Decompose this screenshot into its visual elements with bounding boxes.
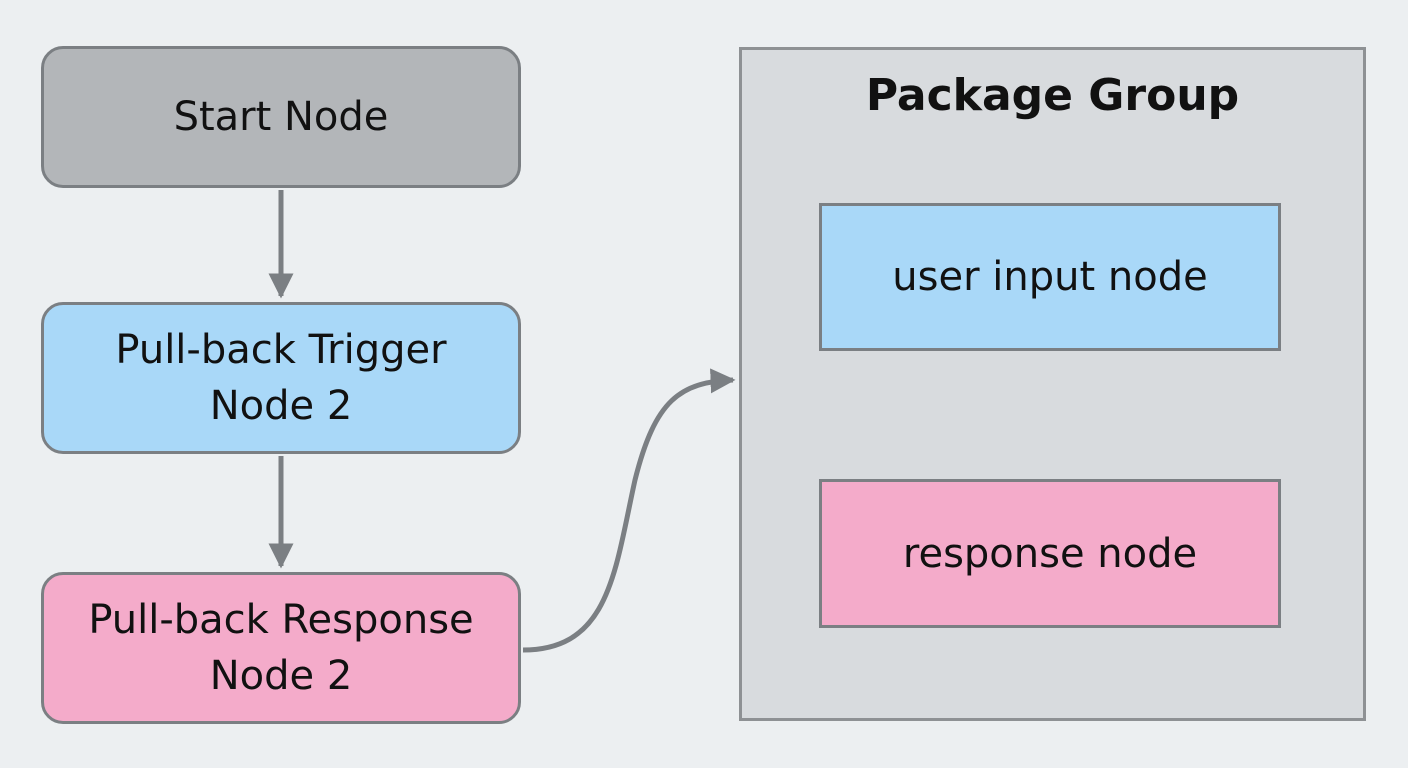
user-input-node[interactable]: user input node (819, 203, 1281, 351)
response-node[interactable]: response node (819, 479, 1281, 628)
package-group-title: Package Group (865, 70, 1240, 121)
pull-back-response-node[interactable]: Pull-back Response Node 2 (41, 572, 521, 724)
start-node[interactable]: Start Node (41, 46, 521, 188)
edge-pullback-response-to-package-group (522, 368, 736, 653)
pull-back-trigger-node[interactable]: Pull-back Trigger Node 2 (41, 302, 521, 454)
